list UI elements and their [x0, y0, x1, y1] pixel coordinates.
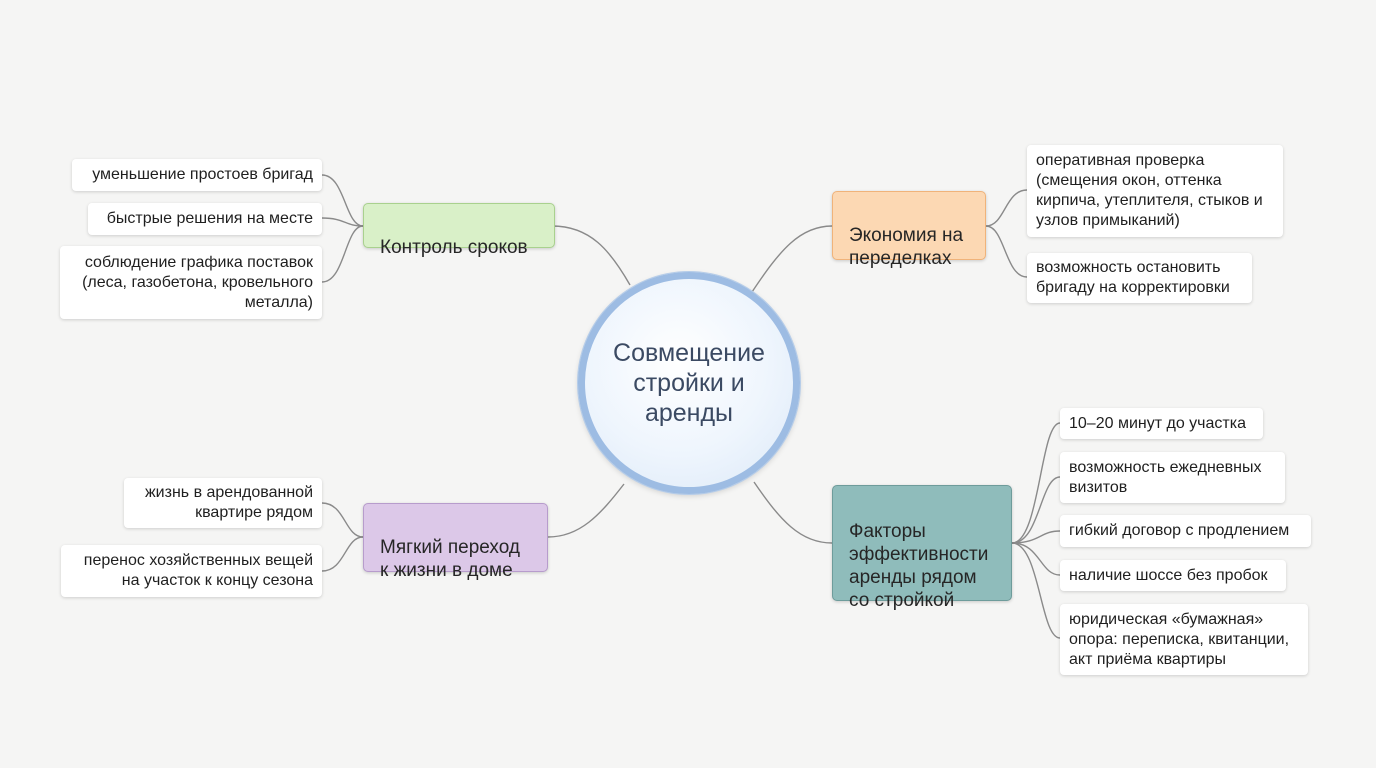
edge-schedule-leaf-1 — [321, 174, 364, 227]
leaf-factors-4[interactable]: наличие шоссе без пробок — [1060, 560, 1286, 591]
edge-factors-leaf-1 — [1011, 422, 1061, 544]
leaf-factors-3[interactable]: гибкий договор с продлением — [1060, 515, 1311, 547]
leaf-schedule-1-text: уменьшение простоев бригад — [92, 166, 313, 183]
leaf-factors-2[interactable]: возможность ежедневных визитов — [1060, 452, 1285, 503]
leaf-schedule-3-text: соблюдение графика поставок (леса, газоб… — [82, 253, 313, 311]
leaf-transition-2[interactable]: перенос хозяйственных вещей на участок к… — [61, 545, 322, 597]
leaf-factors-4-text: наличие шоссе без пробок — [1069, 566, 1268, 584]
branch-efficiency-factors[interactable]: Факторы эффективности аренды рядом со ст… — [832, 485, 1012, 611]
branch-savings-rework[interactable]: Экономия на переделках — [832, 191, 986, 269]
edge-factors-leaf-4 — [1011, 542, 1061, 576]
branch-savings-rework-label: Экономия на переделках — [849, 225, 964, 269]
edge-factors-leaf-3 — [1011, 530, 1061, 544]
branch-soft-transition[interactable]: Мягкий переход к жизни в доме — [363, 503, 548, 581]
edge-transition-leaf-1 — [321, 502, 364, 538]
leaf-factors-2-text: возможность ежедневных визитов — [1069, 458, 1262, 496]
leaf-savings-2-text: возможность остановить бригаду на коррек… — [1036, 259, 1230, 296]
leaf-transition-1[interactable]: жизнь в арендованной квартире рядом — [124, 478, 322, 528]
central-topic[interactable]: Совмещение стройки и аренды — [578, 272, 800, 494]
edge-savings-leaf-2 — [985, 225, 1028, 278]
edge-schedule-leaf-2 — [321, 217, 364, 227]
central-topic-title: Совмещение стройки и аренды — [613, 339, 765, 427]
leaf-factors-5[interactable]: юридическая «бумажная» опора: переписка,… — [1060, 604, 1308, 675]
branch-soft-transition-label: Мягкий переход к жизни в доме — [380, 537, 520, 581]
leaf-schedule-1[interactable]: уменьшение простоев бригад — [72, 159, 322, 191]
branch-efficiency-factors-label: Факторы эффективности аренды рядом со ст… — [849, 521, 989, 611]
leaf-transition-2-text: перенос хозяйственных вещей на участок к… — [83, 552, 313, 589]
edge-center-factors — [753, 481, 833, 544]
edge-factors-leaf-5 — [1011, 542, 1061, 639]
leaf-savings-2[interactable]: возможность остановить бригаду на коррек… — [1027, 253, 1252, 303]
edge-center-transition — [547, 483, 625, 538]
edge-schedule-leaf-3 — [321, 225, 364, 283]
leaf-factors-5-text: юридическая «бумажная» опора: переписка,… — [1069, 610, 1290, 668]
leaf-factors-1[interactable]: 10–20 минут до участка — [1060, 408, 1263, 439]
branch-schedule-control[interactable]: Контроль сроков — [363, 203, 555, 258]
edge-center-schedule — [551, 225, 631, 286]
leaf-factors-3-text: гибкий договор с продлением — [1069, 522, 1290, 539]
leaf-schedule-3[interactable]: соблюдение графика поставок (леса, газоб… — [60, 246, 322, 319]
leaf-savings-1[interactable]: оперативная проверка (смещения окон, отт… — [1027, 145, 1283, 237]
edge-center-savings — [751, 225, 833, 293]
leaf-factors-1-text: 10–20 минут до участка — [1069, 414, 1246, 432]
leaf-schedule-2[interactable]: быстрые решения на месте — [88, 203, 322, 235]
edge-factors-leaf-2 — [1011, 476, 1061, 544]
branch-schedule-control-label: Контроль сроков — [380, 237, 528, 258]
leaf-savings-1-text: оперативная проверка (смещения окон, отт… — [1036, 152, 1263, 229]
leaf-transition-1-text: жизнь в арендованной квартире рядом — [144, 484, 313, 521]
edge-transition-leaf-2 — [321, 536, 364, 572]
leaf-schedule-2-text: быстрые решения на месте — [106, 210, 313, 227]
edge-savings-leaf-1 — [985, 189, 1028, 227]
